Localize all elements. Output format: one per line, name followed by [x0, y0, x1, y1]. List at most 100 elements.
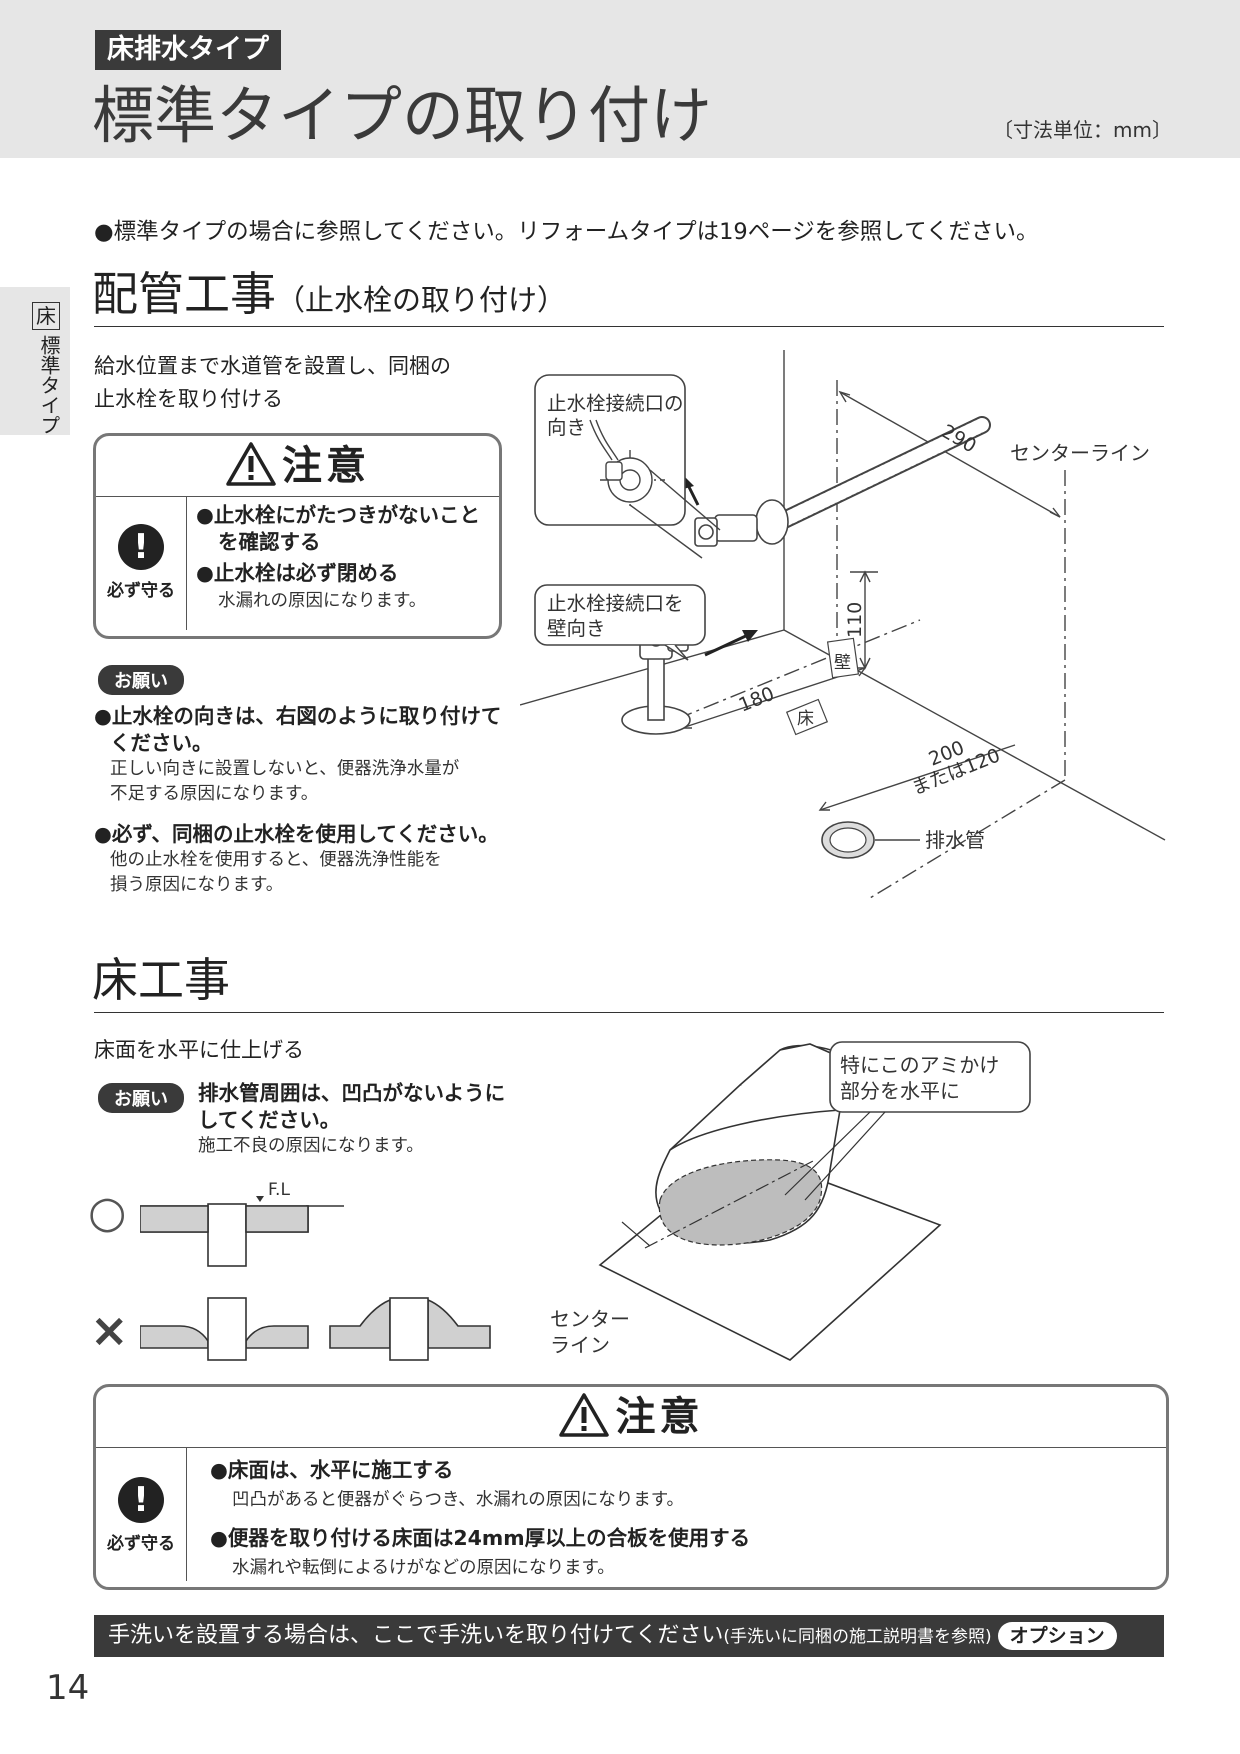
drain-pipe-inner [829, 827, 867, 853]
caution-items: ●止水栓にがたつきがないこと を確認する ●止水栓は必ず閉める 水漏れの原因にな… [196, 502, 496, 615]
request-2-note-cont: 損う原因になります。 [110, 875, 284, 895]
dimension-200-line [819, 744, 1016, 811]
toilet-floor-diagram: 特にこのアミかけ 部分を水平に センター ライン [550, 1041, 1031, 1361]
dimension-arrow [1049, 507, 1061, 518]
callout-pointer [664, 644, 689, 661]
floor-label: 床 [797, 709, 814, 729]
callout2-line2: 壁向き [547, 617, 606, 640]
floor-profile-diagram [140, 1196, 491, 1361]
callout-pointer [804, 1111, 886, 1201]
page-title: 標準タイプの取り付け [92, 79, 713, 152]
handwash-bar: 手洗いを設置する場合は、ここで手洗いを取り付けてください(手洗いに同梱の施工説明… [94, 1615, 1164, 1657]
floor-request-line2: してください。 [198, 1108, 341, 1132]
must-follow: ! 必ず守る [96, 524, 186, 601]
caution-heading: 注意 [615, 1394, 704, 1440]
intro-note: ●標準タイプの場合に参照してください。リフォームタイプは19ページを参照してくだ… [94, 219, 1039, 245]
bad-floor-dip-left [140, 1325, 209, 1349]
request-1-cont: ください。 [110, 731, 213, 755]
floor-caution-item-2-note: 水漏れや転倒によるけがなどの原因になります。 [232, 1558, 615, 1578]
page-number: 14 [46, 1668, 90, 1708]
bad-mark-icon: × [90, 1303, 129, 1357]
wall-label-box [826, 637, 860, 679]
bad-floor-bump-right [427, 1298, 491, 1349]
caution-divider [186, 1447, 187, 1581]
caution-item-1-cont: を確認する [218, 530, 321, 554]
request-2-note: 他の止水栓を使用すると、便器洗浄性能を [110, 850, 442, 870]
warning-triangle-icon [226, 442, 276, 486]
bad-floor-dip-right [245, 1325, 309, 1349]
bad-drain-pipe-1 [207, 1297, 247, 1361]
center-guide-line [644, 1159, 816, 1249]
valve-closeup [589, 419, 665, 510]
handwash-reference: (手洗いに同梱の施工説明書を参照) [723, 1627, 992, 1647]
floor-level-label: F.L [268, 1180, 290, 1200]
header-tag: 床排水タイプ [95, 30, 281, 70]
callout1-line1: 止水栓接続口の [547, 392, 684, 415]
dimension-110-label: 110 [844, 602, 866, 638]
callout-pointer [629, 504, 703, 559]
caution-item-2: ●止水栓は必ず閉める [196, 561, 399, 585]
callout-level-line1: 特にこのアミかけ [840, 1053, 999, 1077]
exclamation-icon: ! [118, 1477, 164, 1523]
request-1-note: 正しい向きに設置しないと、便器洗浄水量が [110, 759, 460, 779]
floor-guide-line [649, 619, 921, 731]
callout-level-box [829, 1041, 1031, 1113]
handwash-text: 手洗いを設置する場合は、ここで手洗いを取り付けてください [108, 1623, 724, 1648]
good-drain-pipe [207, 1203, 247, 1267]
floor-request: 排水管周囲は、凹凸がないように してください。 施工不良の原因になります。 [198, 1080, 528, 1159]
callout-level-line2: 部分を水平に [840, 1079, 960, 1103]
floor-caution-item-1-note: 凹凸があると便器がぐらつき、水漏れの原因になります。 [232, 1490, 685, 1510]
piping-desc-line1: 給水位置まで水道管を設置し、同梱の [94, 354, 451, 378]
side-tab-box: 床 [32, 302, 60, 330]
callout2-line1: 止水栓接続口を [547, 592, 684, 615]
dimension-arrow [855, 667, 867, 677]
bad-drain-pipe-2 [389, 1297, 429, 1361]
floor-caution-item-2: ●便器を取り付ける床面は24mm厚以上の合板を使用する [210, 1526, 751, 1550]
caution-heading: 注意 [282, 443, 371, 489]
piping-caution-box: 注意 ! 必ず守る ●止水栓にがたつきがないこと を確認する ●止水栓は必ず閉め… [93, 433, 502, 639]
center-leader [621, 1221, 651, 1247]
caution-header: 注意 [96, 1387, 1166, 1448]
piping-section-title: 配管工事（止水栓の取り付け） [92, 266, 566, 328]
floor-request-note: 施工不良の原因になります。 [198, 1136, 424, 1156]
must-follow-label: 必ず守る [107, 1534, 175, 1554]
dimension-180-line [681, 667, 866, 729]
wall-label: 壁 [834, 653, 851, 673]
floor-caution-box: 注意 ! 必ず守る ●床面は、水平に施工する 凹凸があると便器がぐらつき、水漏れ… [93, 1384, 1169, 1590]
center-label-line1: センター [550, 1307, 630, 1331]
center-label-line2: ライン [550, 1333, 610, 1357]
caution-divider [186, 496, 187, 630]
piping-requests: ●止水栓の向きは、右図のように取り付けて ください。 正しい向きに設置しないと、… [94, 703, 514, 898]
unit-note: 〔寸法単位：mm〕 [993, 118, 1172, 142]
must-follow-label: 必ず守る [107, 581, 175, 601]
piping-subtitle: （止水栓の取り付け） [276, 283, 567, 317]
dimension-arrow [818, 801, 830, 811]
dimension-180-label: 180 [736, 683, 778, 717]
good-mark-icon: ○ [88, 1187, 127, 1238]
drain-label: 排水管 [925, 828, 985, 852]
piping-desc-line2: 止水栓を取り付ける [94, 387, 283, 411]
dimension-290-line [839, 391, 1061, 518]
header-band [0, 0, 1240, 158]
piping-description: 給水位置まで水道管を設置し、同梱の 止水栓を取り付ける [94, 350, 451, 416]
onegai-badge: お願い [98, 665, 184, 695]
caution-header: 注意 [96, 436, 499, 497]
callout1-line2: 向き [547, 416, 586, 439]
request-2: ●必ず、同梱の止水栓を使用してください。 [94, 822, 499, 846]
center-line-label: センターライン [1010, 441, 1150, 465]
piping-diagram: 止水栓接続口の 向き 止水栓接続口を 壁向き 290 センターライン 110 壁… [520, 350, 1166, 899]
onegai-badge: お願い [98, 1083, 184, 1113]
side-tab [0, 287, 70, 435]
option-badge: オプション [997, 1622, 1117, 1650]
floor-supply-riser [647, 649, 665, 721]
callout-pointer [784, 1111, 871, 1196]
stop-valve-upper [694, 514, 758, 547]
floor-level-marker [256, 1196, 264, 1202]
request-1-note-cont: 不足する原因になります。 [110, 784, 319, 804]
caution-item-1: ●止水栓にがたつきがないこと [196, 503, 480, 527]
floor-description: 床面を水平に仕上げる [94, 1038, 304, 1062]
floor-section-title: 床工事 [92, 953, 230, 1007]
dimension-arrow [859, 570, 871, 583]
warning-triangle-icon [559, 1393, 610, 1437]
floor-label-box [785, 698, 829, 736]
